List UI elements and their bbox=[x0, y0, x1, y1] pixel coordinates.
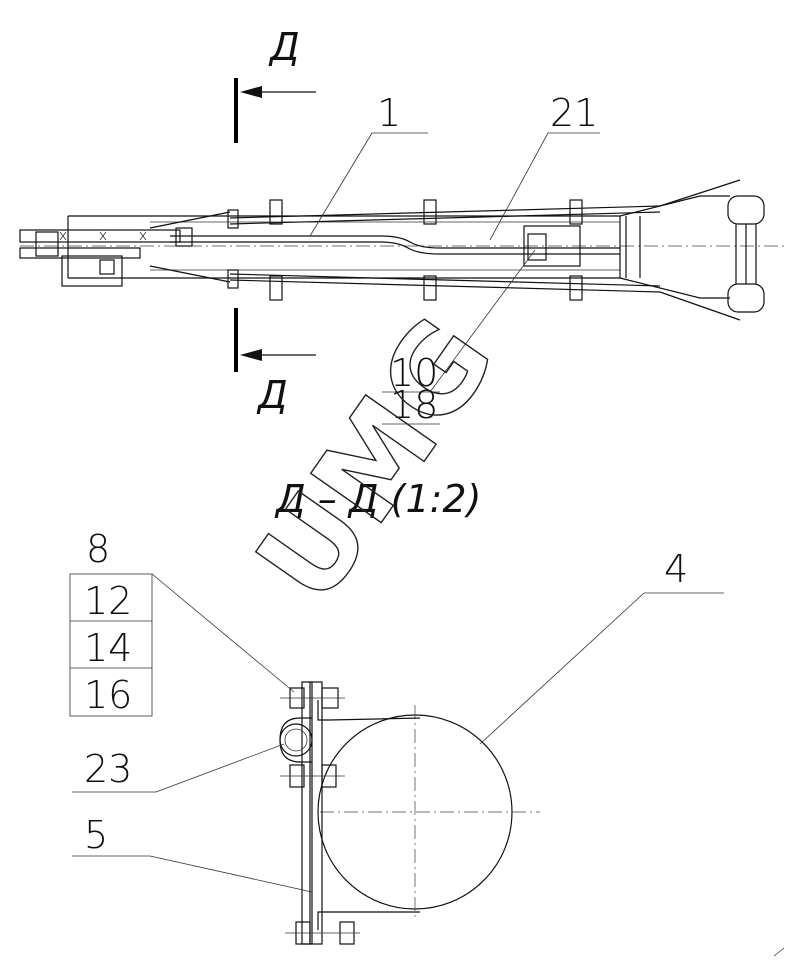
svg-text:18: 18 bbox=[390, 383, 438, 427]
watermark: UMG bbox=[230, 293, 521, 626]
clamp-row-bottom bbox=[269, 275, 583, 301]
callout-stack: 8 12 14 16 bbox=[69, 527, 295, 717]
svg-text:8: 8 bbox=[86, 527, 110, 571]
section-marker-top: Д bbox=[234, 25, 316, 143]
stack-14: 14 bbox=[84, 626, 132, 670]
svg-text:23: 23 bbox=[84, 747, 132, 791]
section-title: Д – Д (1:2) bbox=[274, 477, 481, 521]
corner-mark bbox=[773, 947, 785, 957]
clamp-row-top bbox=[269, 199, 583, 225]
callout-1: 1 bbox=[309, 91, 428, 237]
svg-text:4: 4 bbox=[664, 547, 688, 591]
stack-16: 16 bbox=[84, 673, 132, 717]
section-marker-bottom: Д bbox=[234, 308, 316, 417]
boom-top-view bbox=[19, 179, 785, 321]
section-view bbox=[279, 681, 540, 945]
callout-10-18: 10 18 bbox=[382, 249, 536, 427]
section-letter-top: Д bbox=[268, 25, 300, 69]
callout-5: 5 bbox=[72, 813, 313, 893]
callout-23: 23 bbox=[72, 743, 285, 793]
svg-text:5: 5 bbox=[84, 813, 108, 857]
svg-text:21: 21 bbox=[550, 91, 598, 135]
section-letter-bottom: Д bbox=[256, 373, 288, 417]
callout-21: 21 bbox=[489, 91, 600, 241]
svg-text:1: 1 bbox=[377, 91, 401, 135]
callout-4: 4 bbox=[479, 547, 724, 745]
svg-text:10: 10 bbox=[390, 351, 438, 395]
stack-12: 12 bbox=[84, 579, 132, 623]
